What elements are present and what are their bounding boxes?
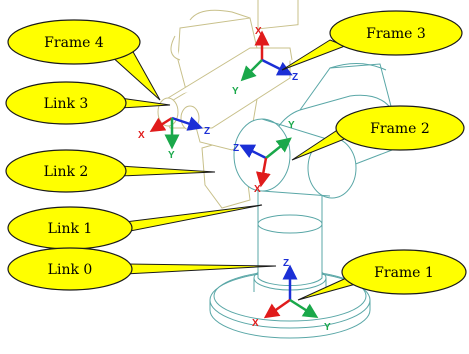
- frame-3-y-label: Y: [232, 86, 239, 97]
- callout-frame-4-label: Frame 4: [44, 35, 104, 51]
- frame-4-y-label: Y: [168, 150, 175, 161]
- callout-link-1-label: Link 1: [48, 221, 93, 237]
- callout-link-0-label: Link 0: [48, 262, 93, 278]
- frame-3-z-label: Z: [292, 72, 298, 83]
- frame-1-y-label: Y: [324, 322, 331, 333]
- frame-2-axes: Z Y X: [233, 120, 295, 195]
- frame-1-x-label: X: [252, 318, 259, 329]
- callout-link-2-label: Link 2: [44, 164, 89, 180]
- callout-frame-1-label: Frame 1: [374, 265, 434, 281]
- frame-3-x-label: X: [255, 26, 262, 37]
- frame-2-y-label: Y: [288, 120, 295, 131]
- callout-link-3: Link 3: [5, 81, 127, 125]
- frame-4-z-label: Z: [204, 126, 210, 137]
- callout-frame-4: Frame 4: [7, 19, 141, 65]
- frame-1-axes: Z X Y: [252, 258, 331, 333]
- frame-2-z-label: Z: [233, 143, 239, 154]
- callout-frame-3-label: Frame 3: [366, 26, 426, 42]
- callout-frame-2-label: Frame 2: [370, 121, 430, 137]
- frame-4-axes: Z X Y: [138, 116, 210, 161]
- callout-frame-2: Frame 2: [335, 105, 465, 151]
- frame-1-z-label: Z: [283, 258, 289, 269]
- callout-link-3-label: Link 3: [44, 96, 89, 112]
- callout-link-0: Link 0: [7, 247, 133, 291]
- callout-link-2: Link 2: [5, 149, 127, 193]
- frame-2-x-label: X: [254, 184, 261, 195]
- callout-frame-3: Frame 3: [329, 10, 463, 56]
- callout-link-1: Link 1: [7, 206, 133, 250]
- callout-frame-1: Frame 1: [341, 249, 467, 295]
- frame-4-x-label: X: [138, 130, 145, 141]
